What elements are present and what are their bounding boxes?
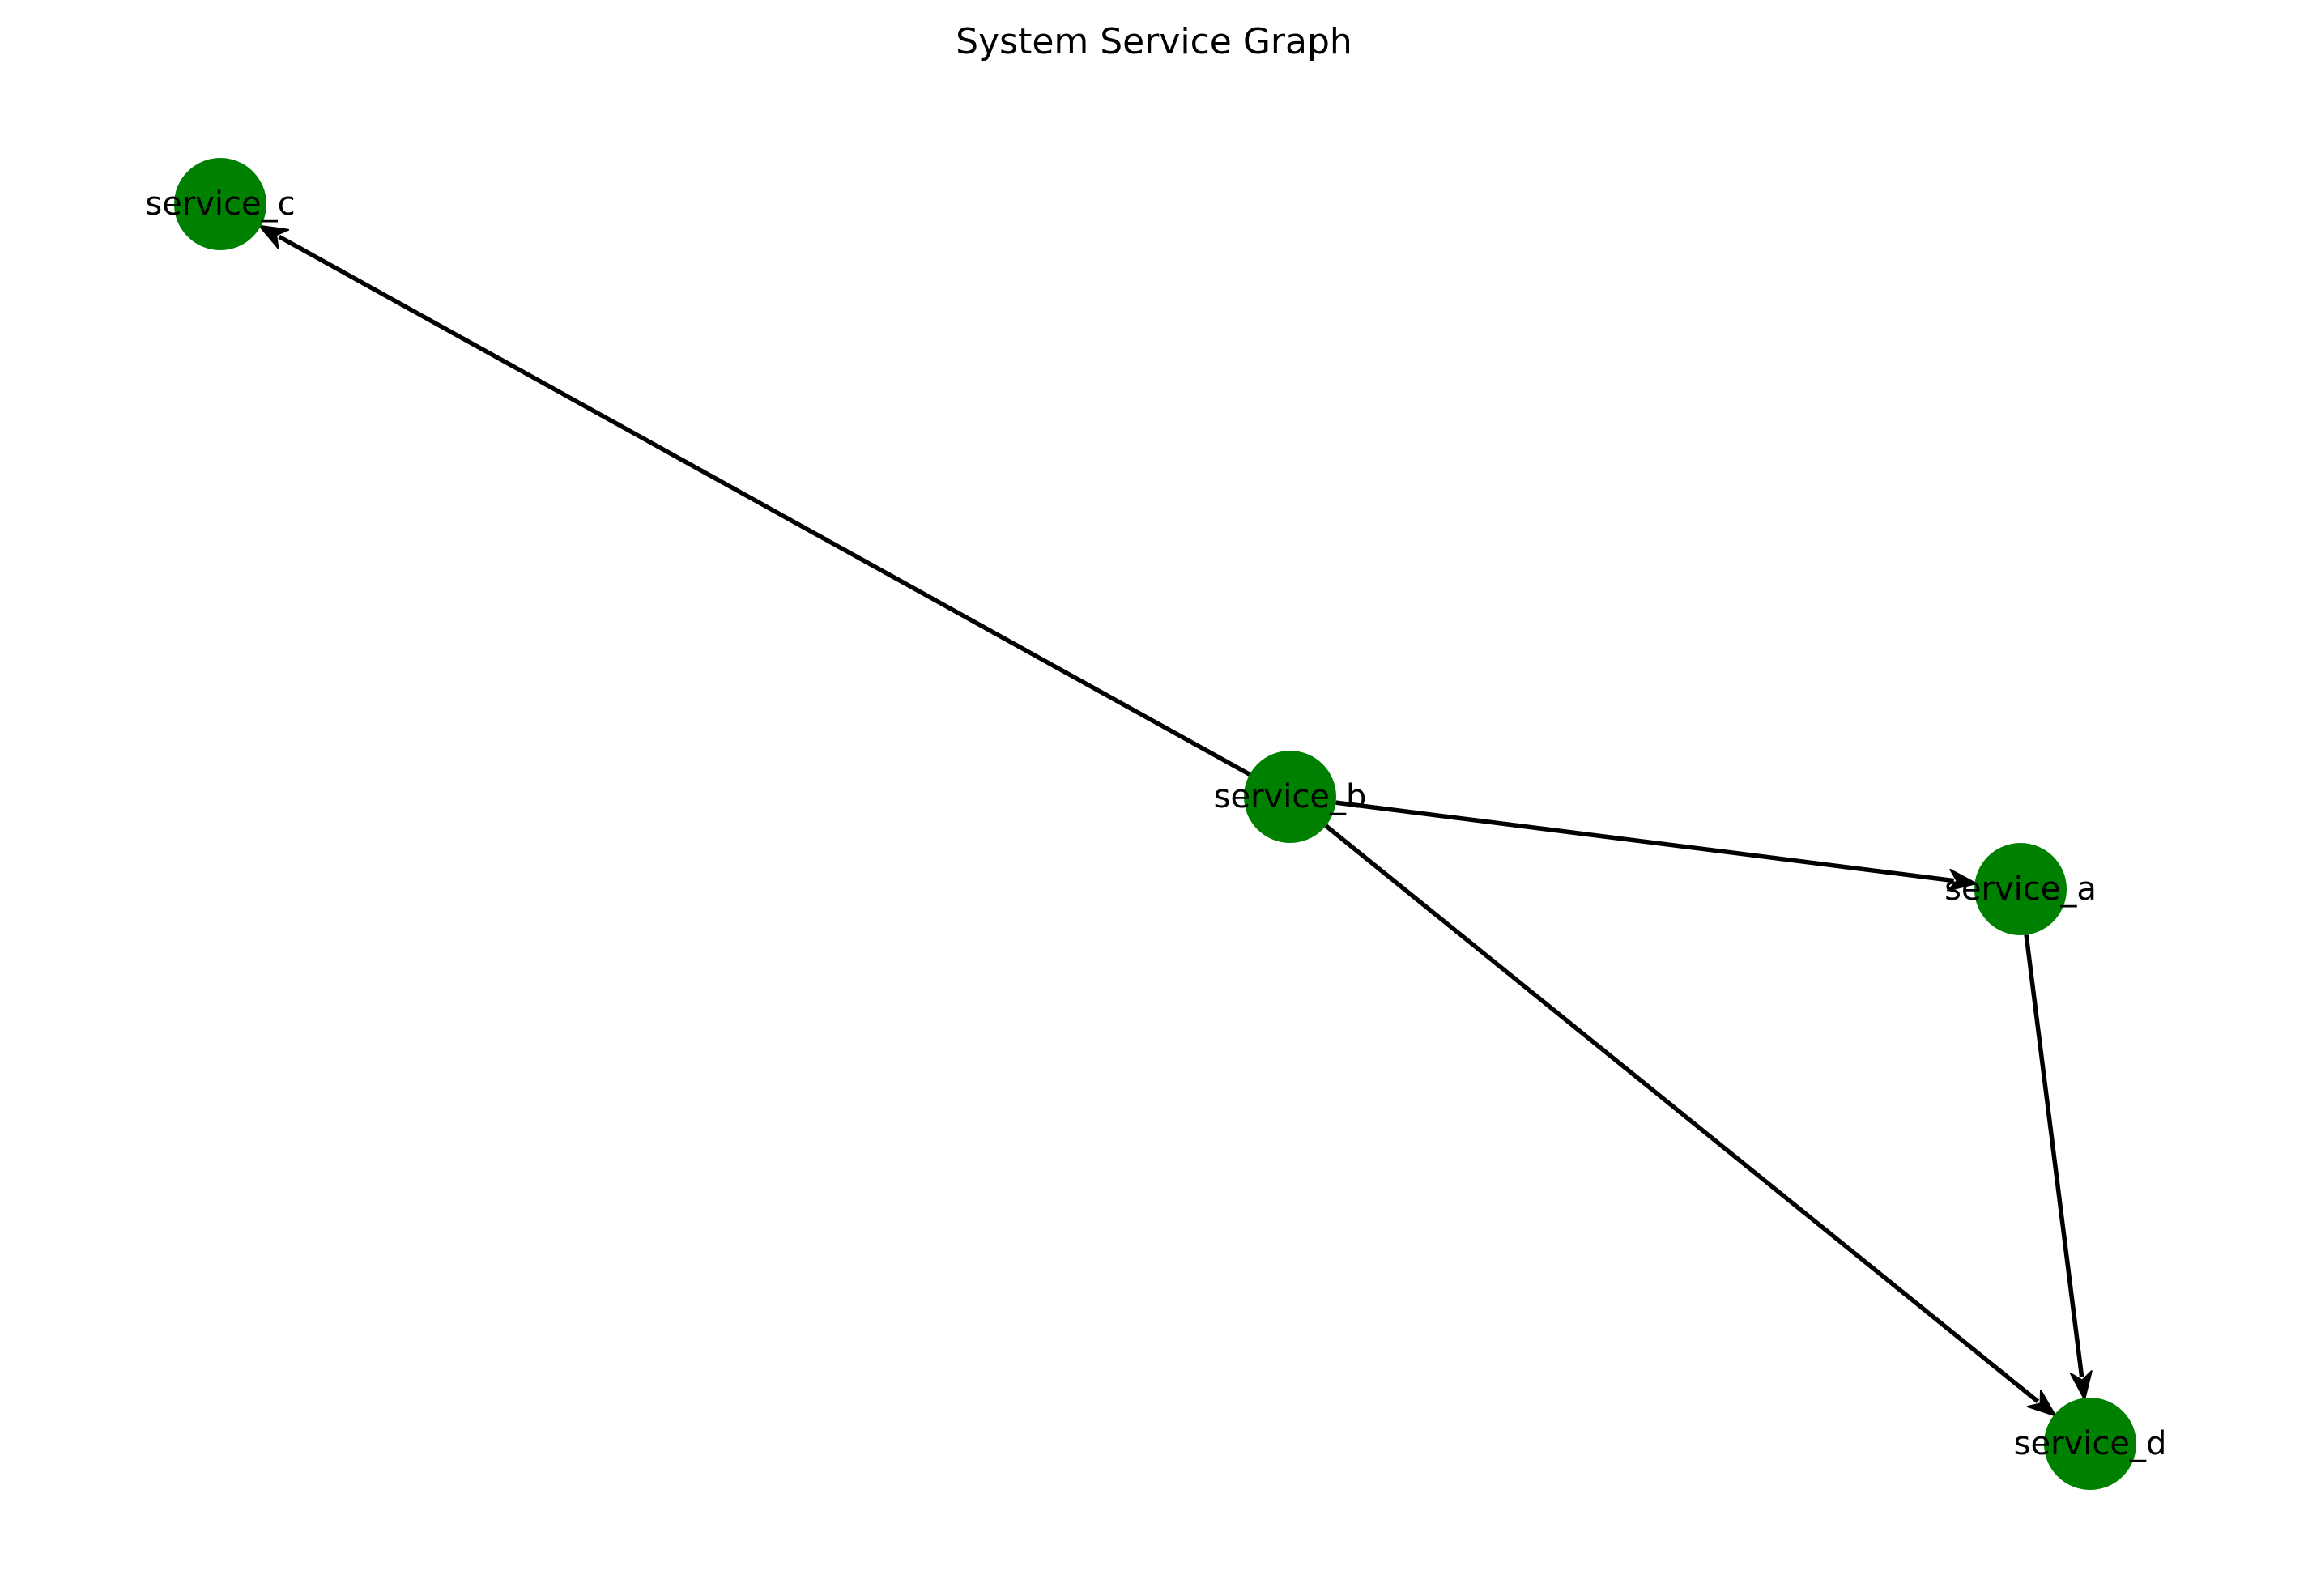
node-circle xyxy=(1244,751,1336,843)
node-circle xyxy=(1974,843,2067,935)
edge-service_b-to-service_c xyxy=(258,224,1251,777)
edge-service_a-to-service_d xyxy=(2024,934,2093,1401)
edges-layer xyxy=(258,224,2093,1417)
node-label: service_c xyxy=(145,185,295,223)
arrow-head-icon xyxy=(1947,868,1978,892)
node-service_c: service_c xyxy=(145,158,296,250)
node-circle xyxy=(2044,1398,2136,1490)
node-service_d: service_d xyxy=(2014,1398,2167,1490)
arrow-head-icon xyxy=(258,224,290,249)
nodes-layer: service_c service_b service_a service_d xyxy=(145,158,2166,1490)
node-circle xyxy=(174,158,266,250)
edge-line xyxy=(1324,824,2040,1403)
edge-line xyxy=(278,234,1251,777)
node-service_a: service_a xyxy=(1944,843,2097,935)
node-label: service_a xyxy=(1944,870,2097,908)
arrow-head-icon xyxy=(2070,1370,2093,1401)
node-service_b: service_b xyxy=(1214,751,1367,843)
edge-line xyxy=(1335,800,1954,883)
edge-service_b-to-service_d xyxy=(1324,824,2057,1417)
edge-service_b-to-service_a xyxy=(1335,800,1978,892)
node-label: service_d xyxy=(2014,1425,2167,1462)
edge-line xyxy=(2024,934,2084,1377)
arrow-head-icon xyxy=(2026,1389,2057,1417)
node-label: service_b xyxy=(1214,778,1367,815)
diagram-title: System Service Graph xyxy=(956,21,1352,62)
